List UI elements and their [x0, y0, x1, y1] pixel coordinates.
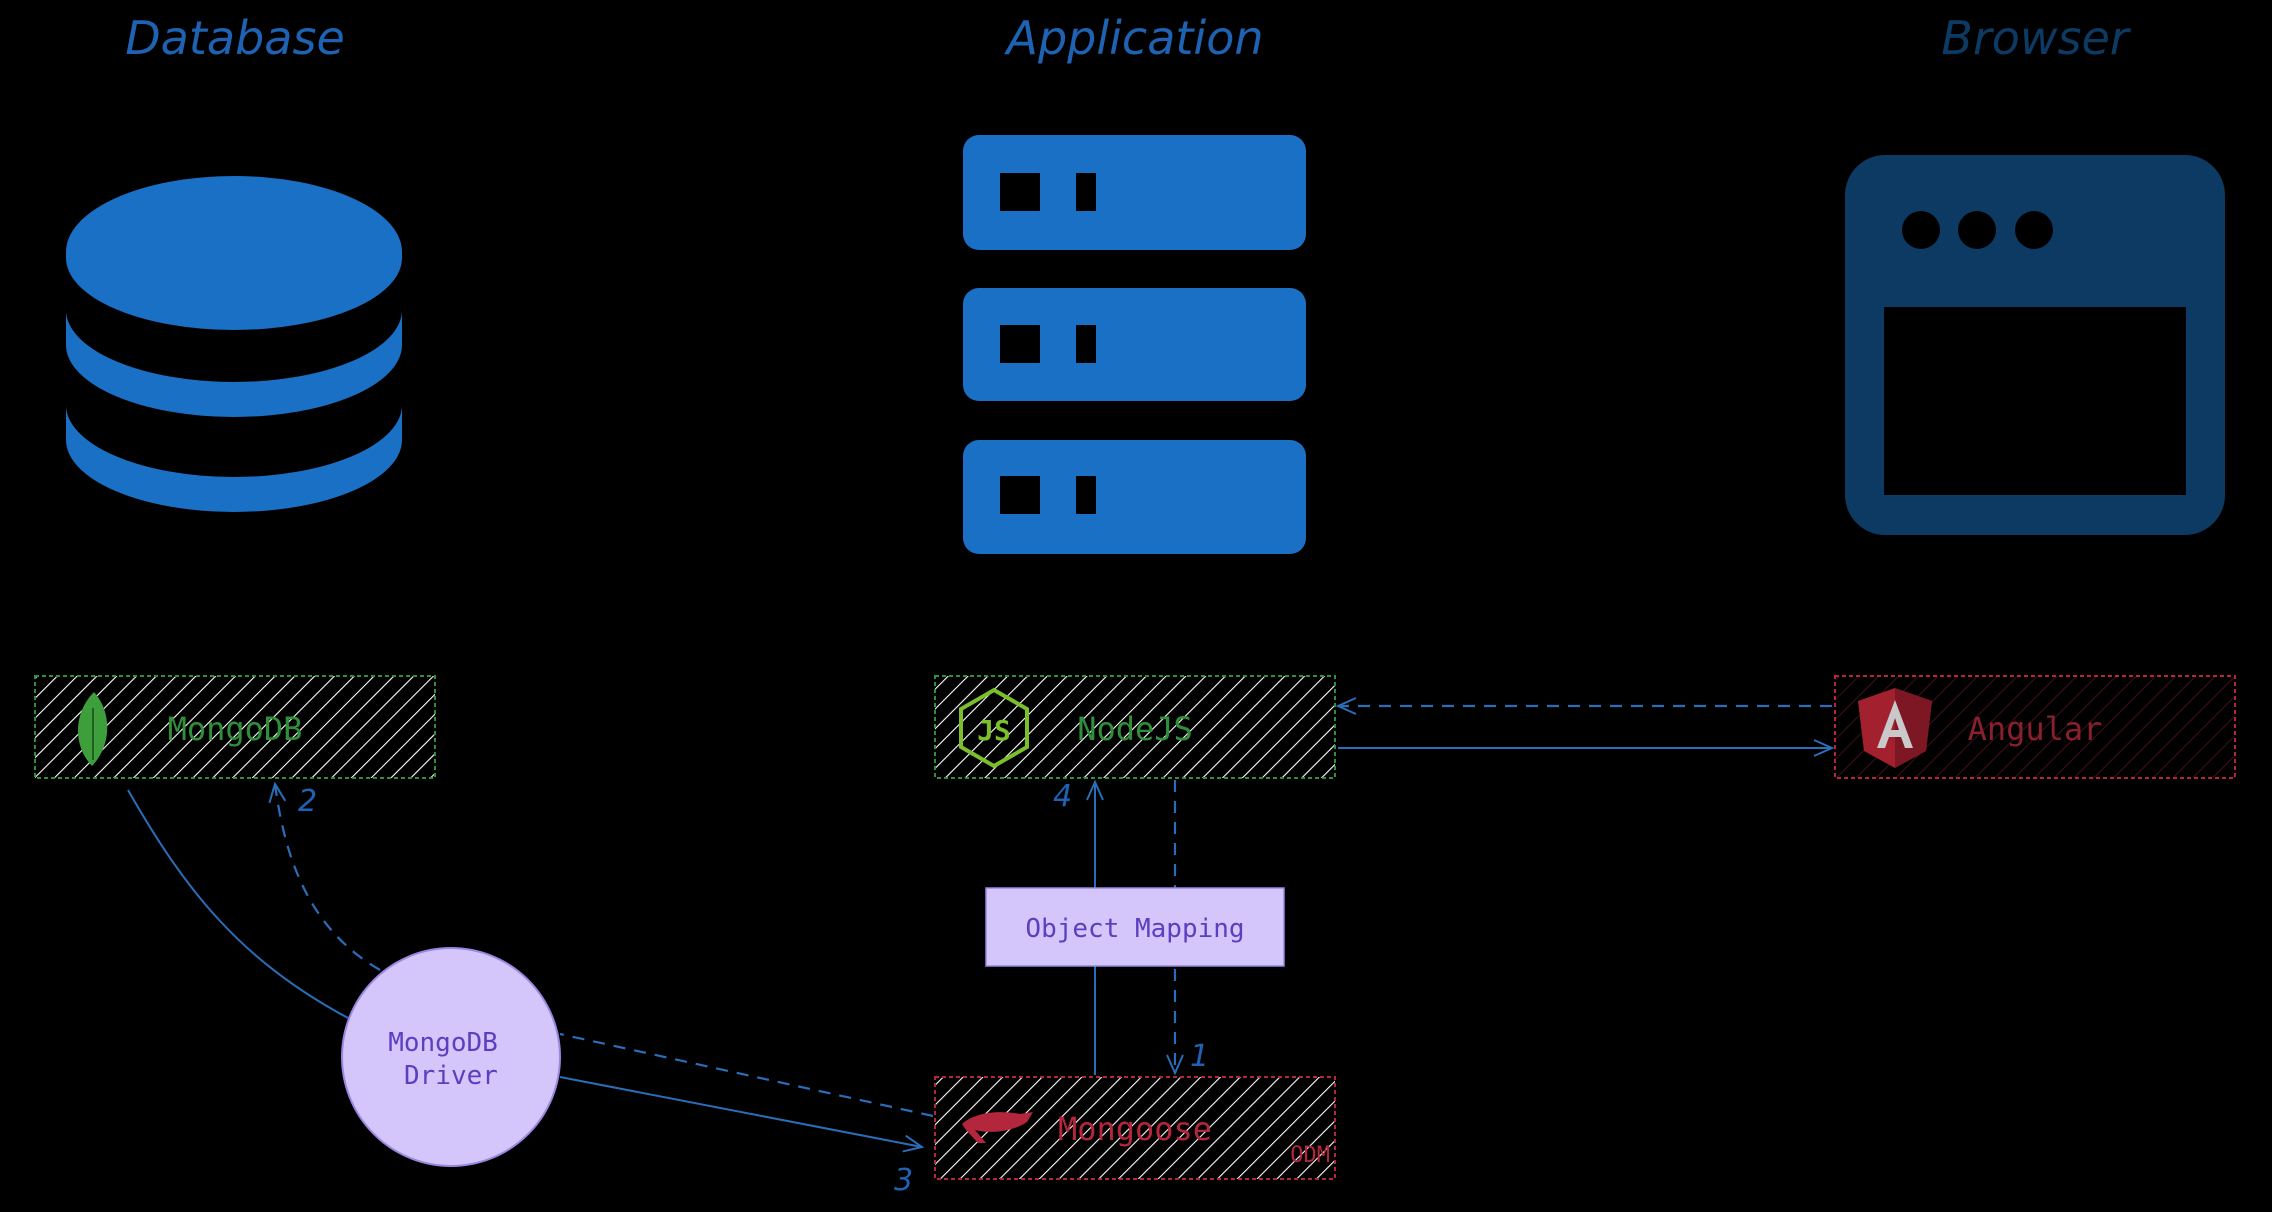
object-mapping-label: Object Mapping: [1025, 914, 1244, 944]
database-icon: [66, 176, 402, 512]
angular-shield-icon: [1858, 688, 1932, 768]
nodejs-box[interactable]: JS NodeJS: [934, 675, 1336, 779]
angular-box[interactable]: Angular: [1834, 675, 2236, 779]
connector-driver-to-mongoose: [559, 1076, 925, 1153]
connector-driver-to-mongodb: [268, 781, 381, 971]
mongoose-logo-icon: [962, 1112, 1033, 1143]
server-stack-icon: [963, 135, 1306, 554]
object-mapping-box[interactable]: Object Mapping: [985, 887, 1285, 967]
angular-label: Angular: [1968, 710, 2103, 748]
mongoose-box[interactable]: Mongoose ODM: [934, 1076, 1336, 1180]
column-title-application: Application: [1003, 11, 1263, 65]
connector-mongoose-to-driver: [559, 1032, 934, 1118]
driver-label-line2: Driver: [404, 1061, 498, 1091]
column-title-database: Database: [125, 11, 345, 65]
mongodb-box[interactable]: MongoDB: [34, 675, 436, 779]
mongodb-label: MongoDB: [168, 710, 303, 748]
nodejs-hexagon-icon: JS: [959, 687, 1029, 769]
step-number-1: 1: [1190, 1039, 1209, 1074]
driver-label-line1: MongoDB: [388, 1028, 498, 1058]
column-title-browser: Browser: [1941, 11, 2132, 65]
mongoose-label: Mongoose: [1058, 1110, 1212, 1148]
step-number-4: 4: [1053, 779, 1072, 814]
step-number-2: 2: [298, 784, 317, 819]
connector-mongodb-to-driver: [127, 789, 349, 1019]
mongodb-driver-node[interactable]: MongoDB Driver: [341, 947, 561, 1167]
nodejs-label: NodeJS: [1077, 710, 1193, 748]
step-number-3: 3: [894, 1163, 913, 1198]
svg-text:JS: JS: [977, 714, 1011, 747]
odm-label: ODM: [1290, 1143, 1330, 1168]
browser-window-icon: [1845, 155, 2225, 535]
